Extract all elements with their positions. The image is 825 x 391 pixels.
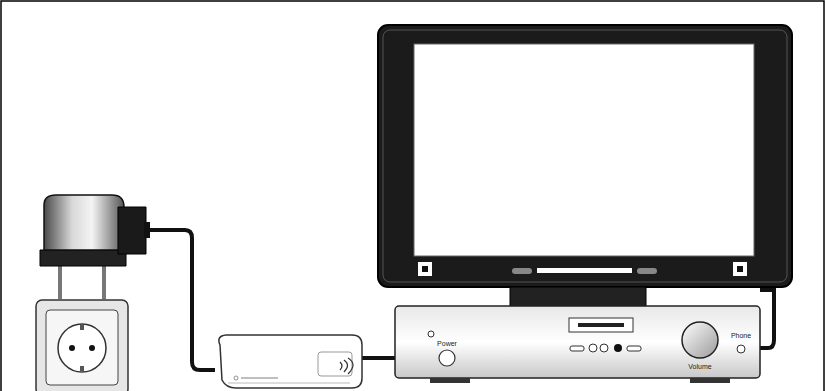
phone-label: Phone	[731, 332, 751, 339]
volume-label: Volume	[688, 363, 711, 370]
power-label: Power	[437, 340, 457, 347]
